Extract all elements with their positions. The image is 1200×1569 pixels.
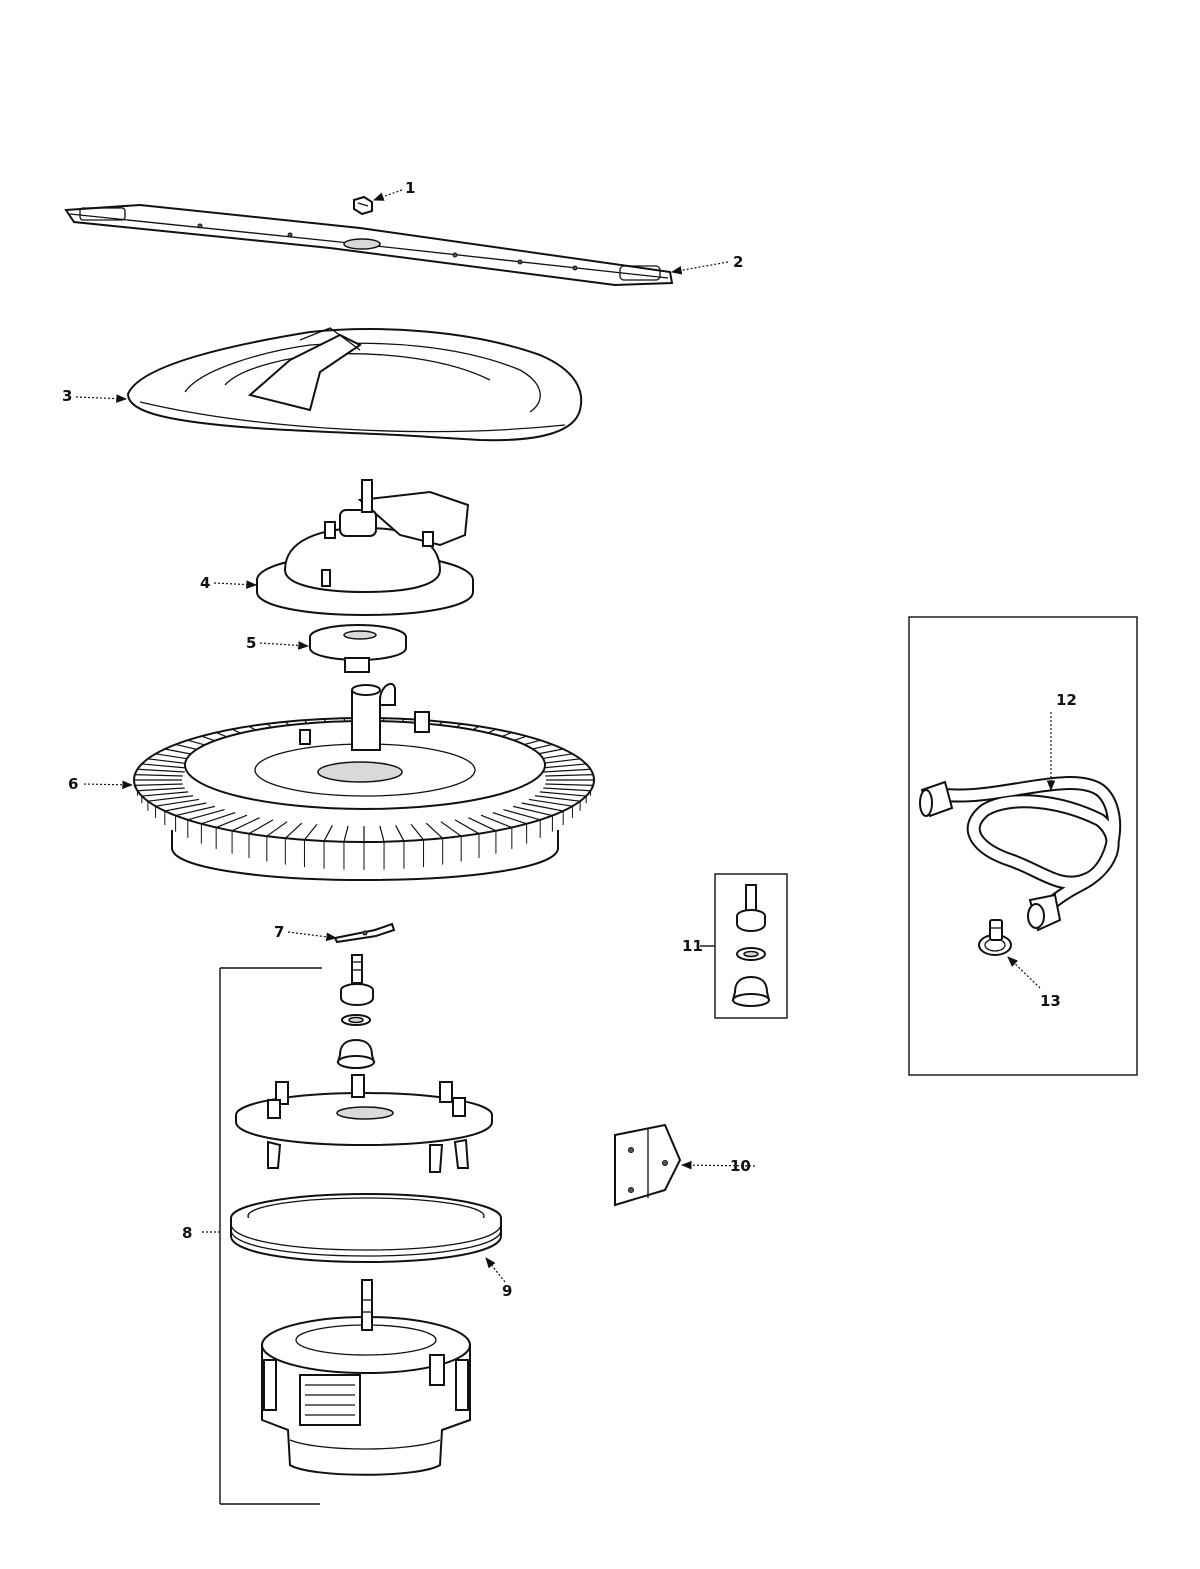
part-3-filter-cover[interactable]	[126, 327, 583, 442]
sump-fin	[164, 802, 207, 812]
sump-fin	[141, 791, 189, 797]
part-10-bracket[interactable]	[614, 1123, 682, 1207]
sump-fin	[545, 773, 594, 777]
sump-fin	[284, 822, 303, 839]
sump-fin	[543, 787, 591, 792]
sump-fin	[539, 791, 587, 797]
inset-box	[908, 616, 1138, 1076]
sump-fin	[410, 824, 424, 841]
callout-10: 10	[730, 1157, 751, 1175]
sump-fin	[155, 798, 200, 807]
callout-6: 6	[68, 775, 78, 793]
sump-fin	[468, 817, 497, 832]
sump-fin	[231, 817, 260, 832]
sump-fin	[141, 763, 189, 769]
sump-fin	[137, 768, 185, 773]
callout-8: 8	[182, 1224, 192, 1242]
sump-fin	[528, 798, 573, 807]
part-7-seal-plate[interactable]	[333, 922, 396, 944]
sump-fin	[134, 773, 183, 777]
callout-3: 3	[62, 387, 72, 405]
callout-12: 12	[1056, 691, 1077, 709]
sump-fin	[539, 763, 587, 769]
sump-fin	[266, 821, 288, 837]
callout-11: 11	[682, 937, 703, 955]
sump-fin	[304, 824, 318, 841]
part-2-spray-arm[interactable]	[64, 203, 674, 287]
callout-2: 2	[733, 253, 743, 271]
part-13-hose-clamp[interactable]	[978, 919, 1012, 956]
sump-fin	[492, 811, 527, 825]
callout-9: 9	[502, 1282, 512, 1300]
part-1-nut[interactable]	[353, 195, 373, 216]
sump-fin	[534, 795, 581, 802]
sump-fin	[543, 768, 591, 773]
sump-fin	[175, 805, 216, 817]
sump-fin	[343, 825, 349, 842]
leader-lines	[75, 189, 1056, 1505]
part-8-motor-assembly[interactable]	[235, 954, 493, 1476]
sump-fin	[147, 795, 194, 802]
callout-13: 13	[1040, 992, 1061, 1010]
sump-fin	[454, 819, 480, 835]
sump-fin	[201, 811, 236, 825]
part-4-pump-housing[interactable]	[256, 479, 474, 617]
callout-1: 1	[405, 179, 415, 197]
sump-fin	[512, 805, 553, 817]
sump-fin	[379, 825, 385, 842]
sump-fin	[545, 783, 594, 787]
sump-fin	[440, 821, 462, 837]
sump-fin	[134, 783, 183, 787]
part-6-sump[interactable]	[133, 682, 595, 882]
callout-4: 4	[200, 574, 210, 592]
part-11-seal-kit[interactable]	[714, 873, 788, 1019]
sump-fin	[323, 825, 333, 842]
sump-fin	[425, 822, 444, 839]
callout-labels: 1 2 3 4 5 6 7 8 9 10 11 12 13	[62, 179, 1077, 1300]
sump-fin	[395, 825, 405, 842]
sump-fin	[215, 814, 248, 829]
sump-fin	[480, 814, 513, 829]
callout-5: 5	[246, 634, 256, 652]
sump-fin	[137, 787, 185, 792]
part-5-impeller[interactable]	[309, 624, 407, 673]
sump-fin	[503, 808, 541, 821]
part-12-drain-hose[interactable]	[919, 776, 1122, 932]
sump-fin	[248, 819, 274, 835]
part-9-gasket[interactable]	[230, 1193, 502, 1264]
sump-fin	[521, 802, 564, 812]
sump-fin	[187, 808, 225, 821]
callout-7: 7	[274, 923, 284, 941]
